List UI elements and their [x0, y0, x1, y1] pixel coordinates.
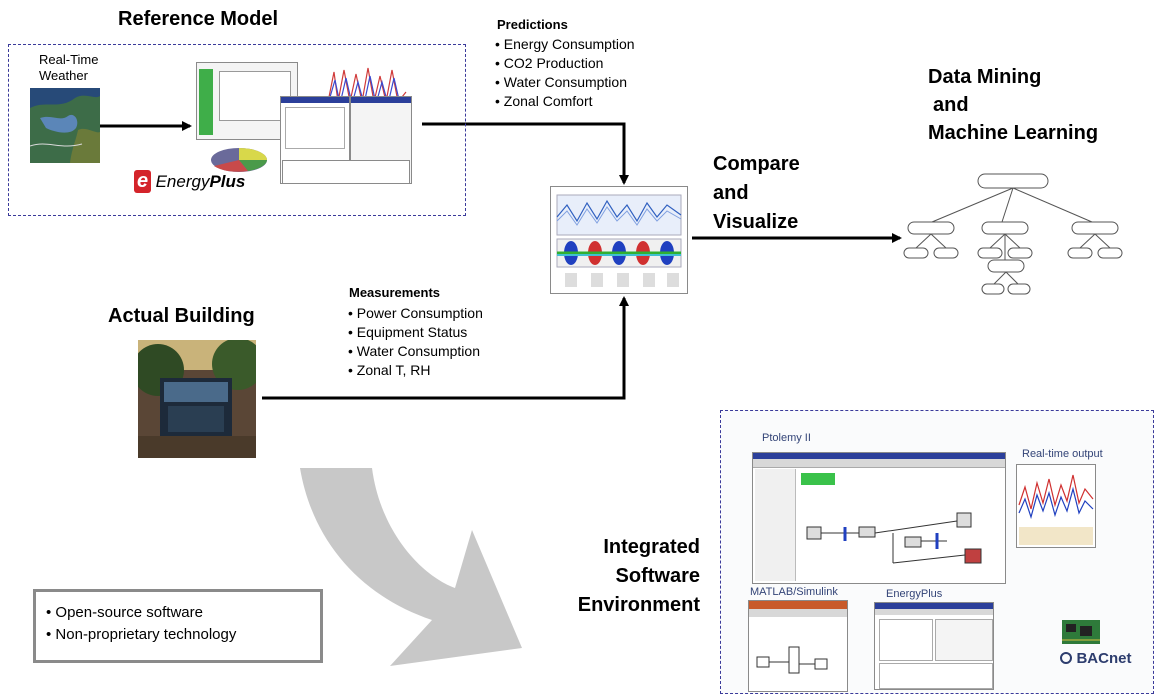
decision-tree-image	[903, 173, 1123, 295]
energyplus-results-table	[282, 160, 410, 184]
data-mining-title: Data Mining and Machine Learning	[928, 63, 1098, 147]
weather-map-image	[30, 88, 100, 163]
energyplus-logo-plus: Plus	[209, 172, 246, 191]
integrated-line3: Environment	[577, 594, 700, 616]
measurements-list: Power Consumption Equipment Status Water…	[348, 304, 483, 380]
integrated-line1: Integrated	[603, 536, 700, 558]
integrated-title: Integrated Software Environment	[560, 533, 700, 620]
reference-model-box	[8, 44, 466, 216]
prediction-item: CO2 Production	[495, 54, 635, 73]
weather-label: Real-Time Weather	[39, 52, 98, 84]
arrow-predictions-to-compare	[422, 122, 629, 185]
measurement-item: Equipment Status	[348, 323, 483, 342]
integrated-line2: Software	[615, 565, 700, 587]
comparison-chart-image	[550, 186, 688, 294]
energyplus-logo: e EnergyPlus	[134, 170, 245, 193]
ptolemy-caption: Ptolemy II	[762, 432, 811, 444]
measurement-item: Water Consumption	[348, 342, 483, 361]
measurement-item: Power Consumption	[348, 304, 483, 323]
bacnet-logo-text: BACnet	[1076, 650, 1132, 667]
pie-chart-image	[211, 148, 267, 172]
data-mining-line1: Data Mining	[928, 66, 1042, 88]
bacnet-logo-mark	[1060, 652, 1072, 664]
data-mining-line3: Machine Learning	[928, 122, 1099, 144]
realtime-output-chart	[1016, 464, 1096, 548]
compare-line2: and	[713, 182, 749, 204]
weather-label-line2: Weather	[39, 68, 88, 83]
energyplus-window-1	[196, 62, 298, 140]
measurements-heading: Measurements	[349, 285, 441, 300]
realtime-caption: Real-time output	[1022, 448, 1103, 460]
data-mining-line2: and	[933, 94, 969, 116]
features-box: Open-source software Non-proprietary tec…	[33, 589, 323, 663]
bacnet-logo: BACnet	[1060, 650, 1131, 668]
predictions-list: Energy Consumption CO2 Production Water …	[495, 35, 635, 111]
feature-item: Open-source software	[46, 602, 310, 624]
arrow-building-to-compare	[262, 296, 629, 400]
measurement-item: Zonal T, RH	[348, 361, 483, 380]
simulink-window	[748, 600, 848, 692]
prediction-item: Water Consumption	[495, 73, 635, 92]
compare-title: Compare and Visualize	[713, 150, 800, 237]
actual-building-title: Actual Building	[108, 305, 255, 327]
circuit-board-image	[1062, 620, 1100, 644]
energyplus-logo-text: Energy	[155, 172, 210, 191]
energyplus-editor-window	[874, 602, 994, 690]
predictions-heading: Predictions	[497, 17, 568, 32]
features-list: Open-source software Non-proprietary tec…	[46, 602, 310, 646]
big-curved-arrow	[300, 468, 522, 666]
matlab-caption: MATLAB/Simulink	[750, 586, 838, 598]
weather-label-line1: Real-Time	[39, 52, 99, 67]
prediction-item: Energy Consumption	[495, 35, 635, 54]
feature-item: Non-proprietary technology	[46, 624, 310, 646]
prediction-item: Zonal Comfort	[495, 92, 635, 111]
compare-line3: Visualize	[713, 211, 799, 233]
energyplus-logo-mark: e	[134, 170, 152, 193]
building-photo	[138, 340, 256, 458]
reference-model-title: Reference Model	[118, 8, 279, 30]
ptolemy-window	[752, 452, 1006, 584]
compare-line1: Compare	[713, 153, 800, 175]
energyplus-caption: EnergyPlus	[886, 588, 943, 600]
